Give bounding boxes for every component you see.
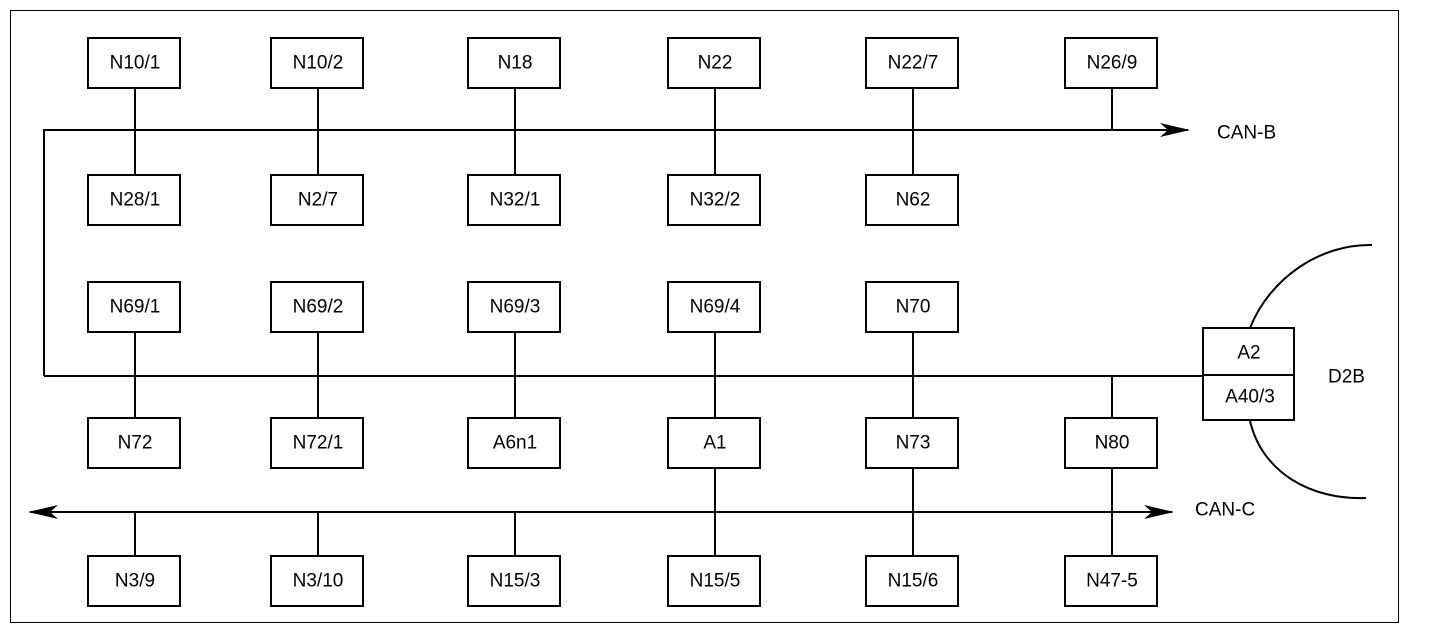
ecu-node-row3-3: N69/4 bbox=[667, 281, 761, 333]
ecu-node-label: N72/1 bbox=[293, 433, 344, 454]
ecu-node-label: N32/2 bbox=[690, 190, 741, 211]
ecu-node-label: N28/1 bbox=[110, 190, 161, 211]
ecu-node-label: N22 bbox=[698, 53, 733, 74]
ecu-node-row3-2: N69/3 bbox=[467, 281, 561, 333]
ecu-node-row5-3: N15/5 bbox=[667, 555, 761, 607]
ecu-node-row1-5: N26/9 bbox=[1064, 37, 1158, 89]
ecu-node-row1-1: N10/2 bbox=[270, 37, 364, 89]
ecu-node-row4-0: N72 bbox=[87, 417, 181, 469]
ecu-node-label: N3/9 bbox=[115, 571, 155, 592]
ecu-node-row1-3: N22 bbox=[667, 37, 761, 89]
ecu-node-label: N80 bbox=[1095, 433, 1130, 454]
can-c-label: CAN-C bbox=[1195, 500, 1255, 521]
ecu-node-row1-2: N18 bbox=[467, 37, 561, 89]
ecu-node-label: N10/1 bbox=[110, 53, 161, 74]
ecu-node-row3-4: N70 bbox=[865, 281, 959, 333]
ecu-node-row3-1: N69/2 bbox=[270, 281, 364, 333]
ecu-node-row2-1: N2/7 bbox=[270, 174, 364, 226]
d2b-arc-top bbox=[1249, 243, 1373, 329]
gateway-bottom-label: A40/3 bbox=[1225, 387, 1275, 408]
ecu-node-label: N69/3 bbox=[490, 297, 541, 318]
ecu-node-row5-4: N15/6 bbox=[865, 555, 959, 607]
ecu-node-row2-2: N32/1 bbox=[467, 174, 561, 226]
ecu-node-label: N15/5 bbox=[690, 571, 741, 592]
ecu-node-row3-0: N69/1 bbox=[87, 281, 181, 333]
diagram-frame bbox=[10, 10, 1399, 623]
can-b-line bbox=[43, 129, 1160, 376]
ecu-node-label: N2/7 bbox=[298, 190, 338, 211]
ecu-node-label: N69/2 bbox=[293, 297, 344, 318]
ecu-node-label: N3/10 bbox=[293, 571, 344, 592]
ecu-node-label: N62 bbox=[896, 190, 931, 211]
ecu-node-label: N15/6 bbox=[888, 571, 939, 592]
node-connectors bbox=[134, 88, 1113, 556]
ecu-node-label: N72 bbox=[118, 433, 153, 454]
ecu-node-label: A6n1 bbox=[493, 433, 537, 454]
ecu-node-row4-5: N80 bbox=[1064, 417, 1158, 469]
ecu-node-label: N69/1 bbox=[110, 297, 161, 318]
ecu-node-row5-0: N3/9 bbox=[87, 555, 181, 607]
ecu-node-label: A1 bbox=[703, 433, 726, 454]
d2b-ring: D2B bbox=[1249, 243, 1373, 500]
ecu-node-row2-3: N32/2 bbox=[667, 174, 761, 226]
ecu-node-label: N18 bbox=[498, 53, 533, 74]
d2b-label: D2B bbox=[1328, 367, 1365, 388]
gateway-top-label: A2 bbox=[1237, 343, 1260, 364]
ecu-node-label: N70 bbox=[896, 297, 931, 318]
ecu-node-label: N69/4 bbox=[690, 297, 741, 318]
gateway-block: A2 A40/3 bbox=[1202, 327, 1295, 421]
ecu-node-label: N73 bbox=[896, 433, 931, 454]
ecu-node-label: N47-5 bbox=[1086, 571, 1138, 592]
ecu-node-label: N22/7 bbox=[888, 53, 939, 74]
ecu-node-label: N32/1 bbox=[490, 190, 541, 211]
ecu-node-row5-2: N15/3 bbox=[467, 555, 561, 607]
ecu-node-label: N10/2 bbox=[293, 53, 344, 74]
d2b-arc-bottom bbox=[1249, 420, 1367, 500]
ecu-node-label: N15/3 bbox=[490, 571, 541, 592]
ecu-node-row1-4: N22/7 bbox=[865, 37, 959, 89]
ecu-node-row4-1: N72/1 bbox=[270, 417, 364, 469]
ecu-node-row5-1: N3/10 bbox=[270, 555, 364, 607]
ecu-node-row2-4: N62 bbox=[865, 174, 959, 226]
can-b-bus: CAN-B bbox=[43, 123, 1276, 376]
ecu-node-row4-3: A1 bbox=[667, 417, 761, 469]
can-c-bus: CAN-C bbox=[28, 500, 1255, 521]
ecu-node-row2-0: N28/1 bbox=[87, 174, 181, 226]
ecu-node-row4-2: A6n1 bbox=[467, 417, 561, 469]
ecu-node-row1-0: N10/1 bbox=[87, 37, 181, 89]
ecu-node-row4-4: N73 bbox=[865, 417, 959, 469]
ecu-node-row5-5: N47-5 bbox=[1064, 555, 1158, 607]
ecu-node-label: N26/9 bbox=[1087, 53, 1138, 74]
can-b-label: CAN-B bbox=[1217, 123, 1276, 144]
